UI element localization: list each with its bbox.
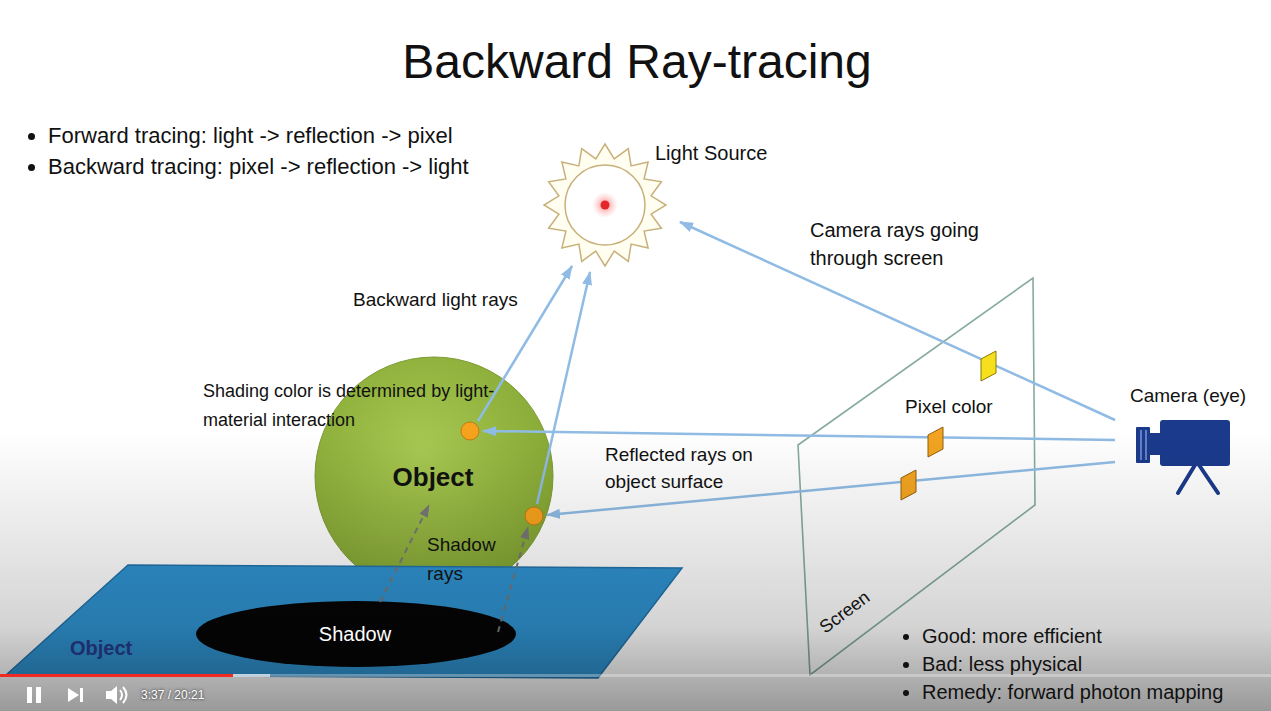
camera-label: Camera (eye): [1130, 384, 1246, 408]
camera-lens: [1136, 427, 1150, 463]
sun-glow: [592, 192, 618, 218]
bullet-list: Forward tracing: light -> reflection -> …: [22, 120, 469, 182]
edge-label: Camera rays going through screen: [810, 216, 1025, 272]
annotation: Shading color is determined by light-mat…: [203, 377, 503, 435]
bullet-text: Backward tracing: pixel -> reflection ->…: [48, 151, 469, 182]
screen-outline: [798, 278, 1035, 675]
volume-icon: [123, 687, 127, 703]
edge-label: Reflected rays on object surface: [605, 441, 785, 495]
video-time: 3:37 / 20:21: [141, 687, 204, 703]
bullet-list: Good: more efficientBad: less physicalRe…: [895, 622, 1223, 706]
light-point: [601, 201, 610, 210]
video-overlay: [0, 430, 1271, 711]
sun-disc: [565, 165, 645, 245]
floor-label: Object: [70, 636, 132, 660]
light-source-label: Light Source: [655, 141, 767, 165]
camera: Camera (eye): [1112, 383, 1267, 498]
lens-detail: [1140, 430, 1142, 460]
bullet-item: Remedy: forward photon mapping: [922, 678, 1223, 706]
volume-icon: [106, 686, 117, 704]
floor-shape: [6, 565, 682, 678]
camera-body: [1160, 420, 1230, 466]
bullet-item: Forward tracing: light -> reflection -> …: [48, 120, 469, 151]
shadow-ellipse: Shadow: [195, 600, 517, 670]
light-ray: [483, 431, 1115, 440]
tripod-leg: [1178, 465, 1195, 493]
bullet-text: Bad: less physical: [922, 650, 1082, 678]
shadow-label: Shadow: [319, 622, 391, 646]
pause-icon: [36, 687, 41, 703]
bullet-text: Good: more efficient: [922, 622, 1102, 650]
object-label: Object: [393, 462, 474, 492]
bullet-item: Bad: less physical: [922, 650, 1223, 678]
lens-detail: [1145, 430, 1147, 460]
next-icon: [68, 688, 79, 702]
screen-plane: Screen: [795, 272, 1040, 680]
floor-plane-shape: [0, 562, 690, 680]
pixel: [901, 470, 916, 500]
volume-icon: [120, 690, 122, 700]
bullet-text: Remedy: forward photon mapping: [922, 678, 1223, 706]
edge-label: Shadow rays: [427, 530, 507, 588]
camera-mount: [1149, 433, 1161, 455]
next-icon: [80, 688, 83, 702]
annotation: Pixel color: [905, 395, 993, 419]
floor-plane: Object Shadow: [0, 562, 690, 680]
bullet-text: Forward tracing: light -> reflection -> …: [48, 120, 453, 151]
bullet-item: Backward tracing: pixel -> reflection ->…: [48, 151, 469, 182]
tripod-leg: [1199, 465, 1218, 493]
slide-title: Backward Ray-tracing: [402, 34, 872, 90]
pixel: [928, 427, 943, 457]
pause-icon: [27, 687, 32, 703]
screen-label: Screen: [816, 586, 875, 638]
sun-rays: [544, 144, 666, 266]
bullet-item: Good: more efficient: [922, 622, 1223, 650]
edge-label: Backward light rays: [353, 288, 518, 312]
pixel: [981, 351, 996, 381]
shadow-shape: [196, 601, 516, 667]
light-source: Light Source: [540, 140, 775, 275]
